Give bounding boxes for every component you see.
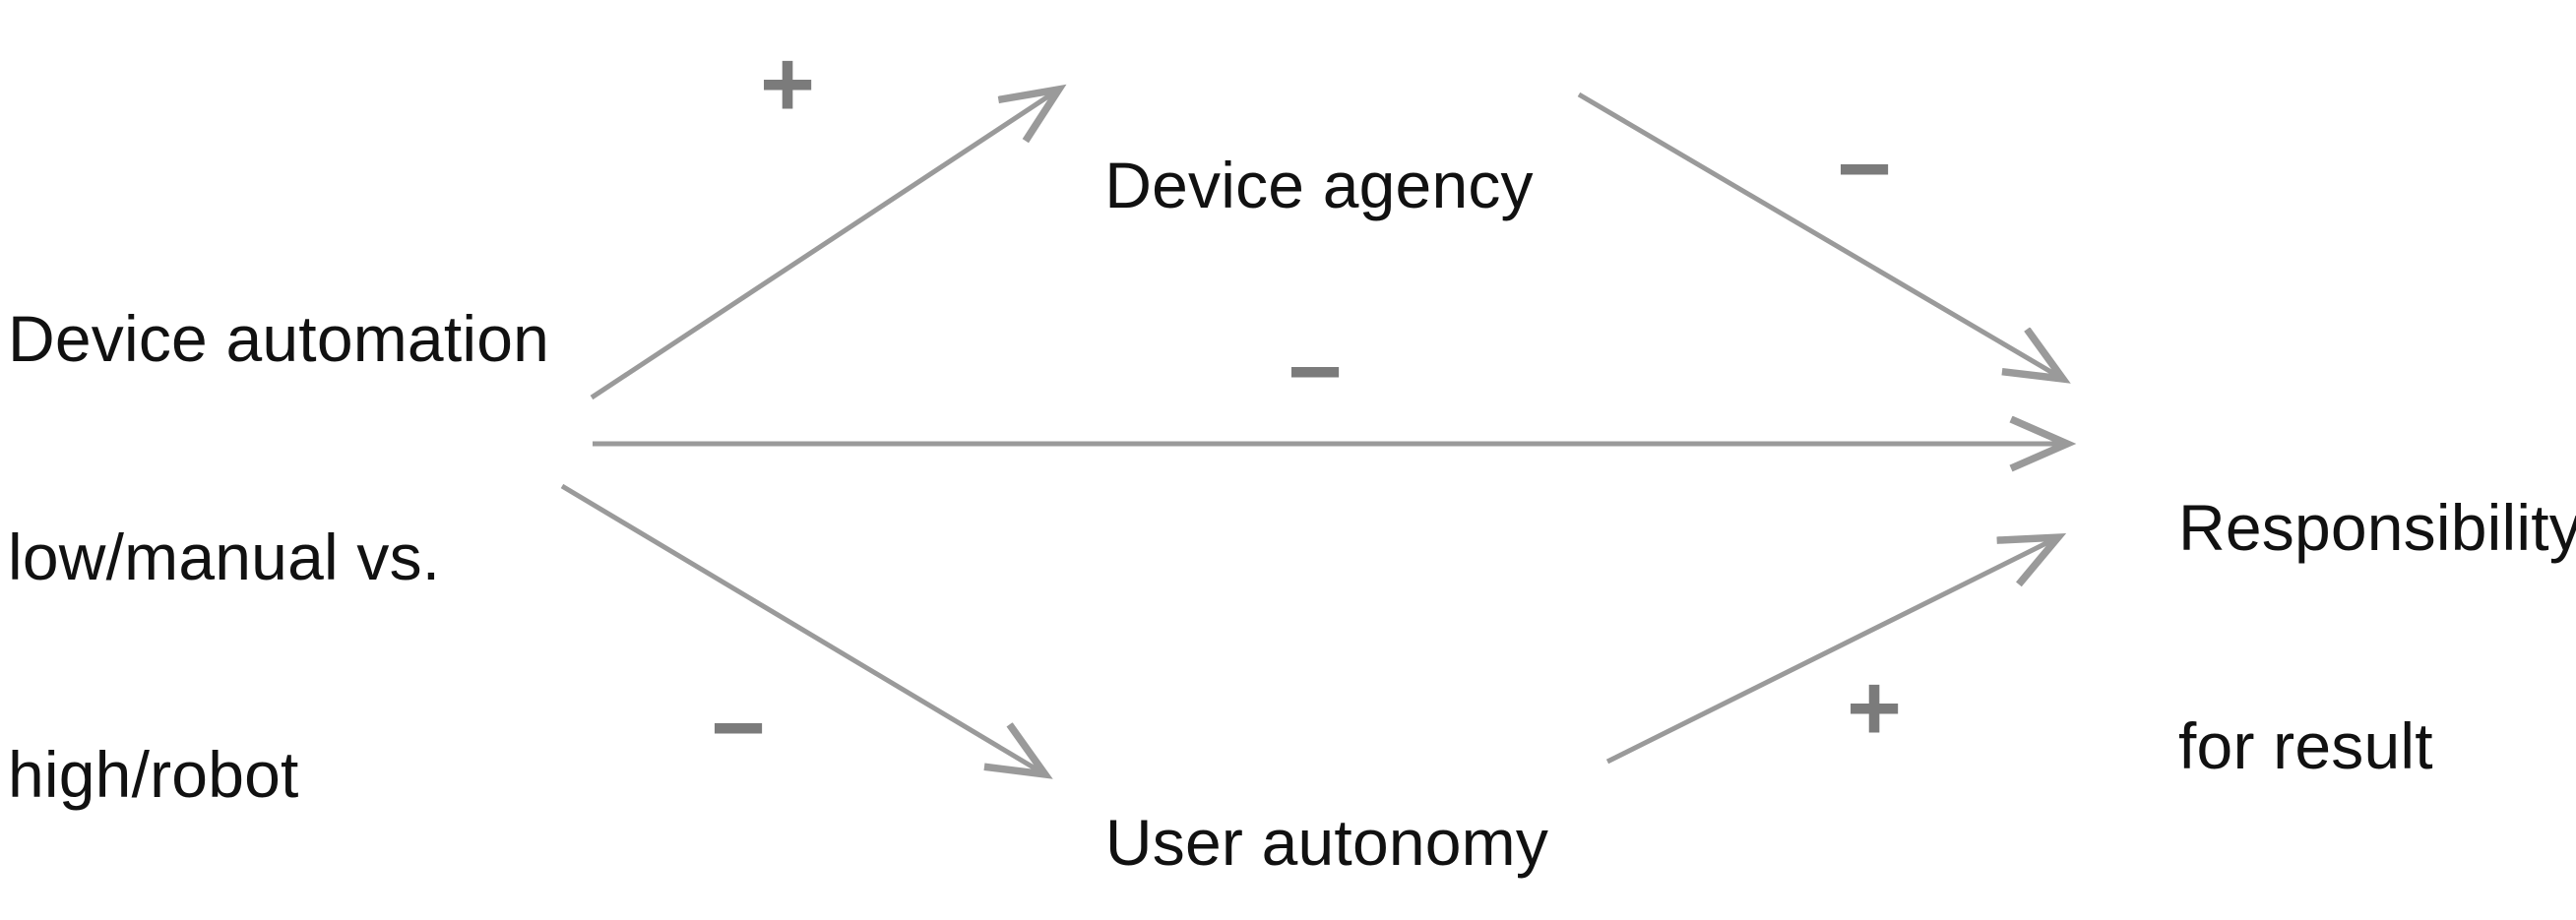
node-responsibility-for-result: Responsibility for result [2178,346,2576,920]
sign-minus-automation-to-user-mediators: − [711,675,767,780]
edge-user-mediators-to-responsibility [1605,538,2056,765]
node-device-automation-line2: low/manual vs. [8,520,441,593]
node-device-automation-line3: high/robot [8,738,299,812]
sign-minus-device-agency-to-responsibility: − [1837,116,1893,221]
sign-plus-user-mediators-to-responsibility: + [1847,655,1903,761]
node-device-automation: Device automation low/manual vs. high/ro… [8,157,598,920]
node-device-agency-line1: Device agency [1104,148,1534,221]
node-device-agency: Device agency [1063,4,1575,368]
node-device-automation-line1: Device automation [8,301,550,375]
edge-automation-to-device-agency [590,91,1057,400]
node-responsibility-line1: Responsibility [2178,490,2576,564]
node-responsibility-line2: for result [2178,708,2433,782]
node-user-competence: User competence [1043,815,1614,920]
sign-plus-automation-to-device-agency: + [760,31,816,137]
edge-automation-to-user-mediators [560,483,1043,773]
sign-minus-automation-to-responsibility-direct: − [1288,319,1344,424]
node-user-autonomy: User autonomy [1051,661,1602,920]
node-user-autonomy-line1: User autonomy [1104,805,1549,879]
edge-device-agency-to-responsibility [1577,92,2061,378]
